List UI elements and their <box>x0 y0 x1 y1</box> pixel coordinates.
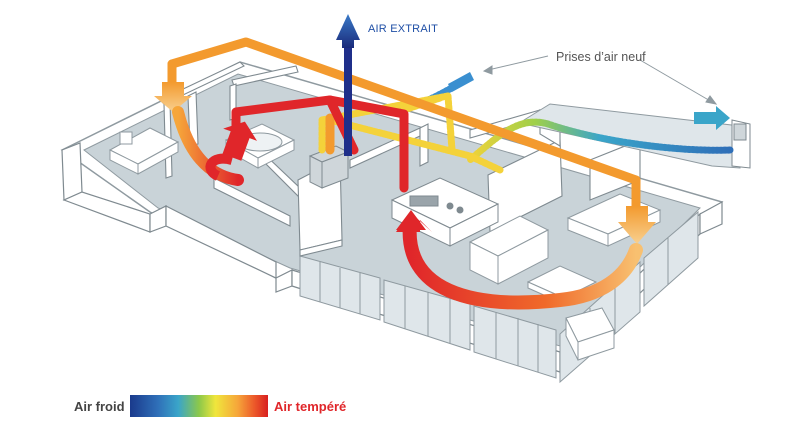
fresh-air-intake-top <box>448 72 474 92</box>
legend-cold-label: Air froid <box>74 399 125 414</box>
living-air-arc <box>402 217 643 310</box>
bed-left <box>108 127 180 175</box>
kitchen-counter <box>390 177 500 247</box>
fresh-air-intake-arrow <box>694 106 730 130</box>
living-air-arrowhead <box>396 210 426 230</box>
yellow-ducts <box>318 92 504 174</box>
air-extract-label: AIR EXTRAIT <box>368 23 439 35</box>
extract-air-arrow <box>336 14 360 48</box>
legend-warm-label: Air tempéré <box>274 399 347 414</box>
facade-mullions <box>319 238 669 372</box>
armchair <box>565 307 615 361</box>
extract-air-duct <box>344 38 352 156</box>
orange-air-drops <box>154 82 656 244</box>
fresh-air-intake-label: Prises d’air neuf <box>556 50 646 64</box>
sofa <box>468 215 550 285</box>
orange-supply-ducts <box>167 37 641 211</box>
callout-lines <box>482 55 718 105</box>
legend-gradient-bar <box>130 395 268 417</box>
